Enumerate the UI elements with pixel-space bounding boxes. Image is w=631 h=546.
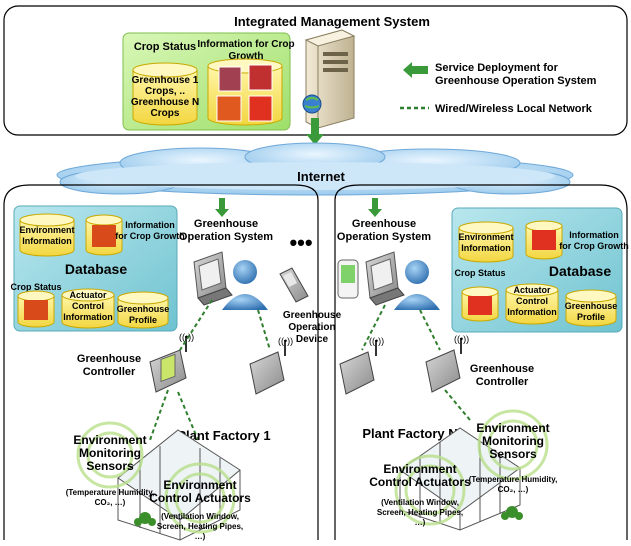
down-arrow-icon: [306, 118, 324, 145]
svg-text:((•)): ((•)): [454, 334, 469, 344]
right-env-cylinder: [458, 221, 514, 263]
left-crop-cylinder: [17, 290, 55, 328]
left-env-cylinder: [19, 213, 75, 257]
right-gos-arrow-icon: [368, 198, 382, 217]
legend-network: Wired/Wireless Local Network: [435, 103, 593, 115]
right-plant-factory-label: Plant Factory N: [362, 426, 457, 441]
right-growth-cylinder: [525, 220, 563, 260]
crop-status-cylinder: [132, 62, 198, 126]
right-crop-status: Crop Status: [454, 268, 505, 278]
right-network-links: [361, 304, 471, 421]
right-tomato-photo: [532, 230, 556, 250]
right-actuators-detail: (Ventilation Window,Screen, Heating Pipe…: [377, 498, 463, 527]
left-sensors-detail: (Temperature Humidity,CO₂, …): [66, 488, 155, 507]
plant-factory-1-region: [3, 184, 319, 540]
right-plant-icon: [501, 506, 523, 520]
left-gos-arrow-icon: [215, 198, 229, 217]
crop-status-label: Crop Status: [134, 41, 196, 53]
right-user-icon: [394, 260, 440, 310]
mobile-device-icon: [279, 267, 309, 303]
right-crop-photo: [468, 296, 492, 315]
left-controller-2-icon: ((•)): [249, 336, 293, 395]
left-actuators-detail: (Ventilation Window,Screen, Heating Pipe…: [157, 512, 243, 541]
svg-text:((•)): ((•)): [278, 336, 293, 346]
right-sensors-detail: (Temperature Humidity,CO₂, …): [469, 475, 558, 494]
left-peppers-photo: [92, 225, 116, 247]
internet-label: Internet: [297, 169, 345, 184]
rose-photo: [248, 64, 273, 91]
left-database-title: Database: [65, 261, 127, 277]
peppers-photo: [216, 95, 242, 122]
server-icon: [302, 29, 356, 129]
right-controller-2-icon: ((•)): [425, 334, 469, 393]
svg-text:((•)): ((•)): [369, 336, 384, 346]
svg-text:((•)): ((•)): [179, 332, 194, 342]
left-crop-status: Crop Status: [10, 282, 61, 292]
left-profile-cylinder: [117, 291, 169, 329]
ellipsis-dots: •••: [289, 230, 312, 255]
left-plant-icon: [134, 512, 156, 526]
left-computer-icon: [193, 251, 233, 306]
left-actuator-cylinder: [61, 288, 115, 329]
right-database-title: Database: [549, 263, 611, 279]
service-deployment-arrow-icon: [403, 62, 428, 78]
left-crop-photo: [24, 300, 48, 320]
left-plant-factory-label: Plant Factory 1: [177, 428, 270, 443]
left-sensors-halo: [76, 421, 236, 534]
right-sensors-halo: [394, 409, 549, 526]
tomato-photo: [248, 95, 273, 122]
left-controller-1-icon: ((•)): [149, 332, 194, 393]
ims-title: Integrated Management System: [234, 14, 430, 29]
flower-photo: [218, 66, 242, 92]
right-profile-cylinder: [565, 289, 617, 327]
plant-factory-n-region: [334, 184, 628, 540]
right-smartphone-icon: [337, 259, 359, 299]
right-crop-cylinder: [461, 286, 499, 322]
right-controller-1-icon: ((•)): [339, 336, 384, 395]
left-network-links: [149, 299, 271, 441]
crop-growth-cylinder: [207, 58, 283, 126]
left-user-icon: [222, 260, 268, 310]
right-actuator-cylinder: [505, 283, 559, 325]
left-growth-cylinder: [85, 214, 123, 256]
right-computer-icon: [365, 251, 405, 306]
